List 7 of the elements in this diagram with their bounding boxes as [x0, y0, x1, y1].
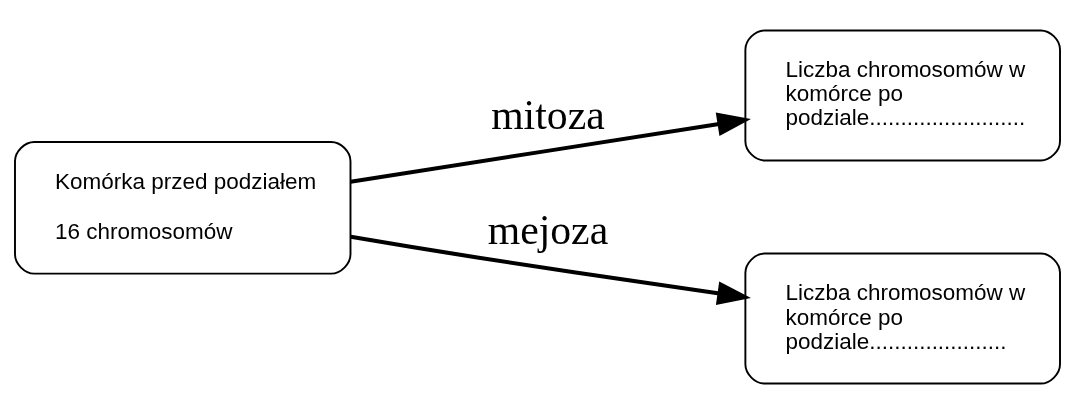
arrow — [350, 112, 751, 184]
edge-label: mitoza — [491, 91, 605, 138]
arrow — [350, 234, 751, 305]
node-box: Komórka przed podziałem 16 chromosomów — [14, 141, 352, 275]
node-box: Liczba chromosomów w komórce po podziale......................... — [744, 29, 1061, 162]
edge-label: mejoza — [487, 207, 609, 254]
node-box: Liczba chromosomów w komórce po podziale...................... — [744, 252, 1061, 385]
